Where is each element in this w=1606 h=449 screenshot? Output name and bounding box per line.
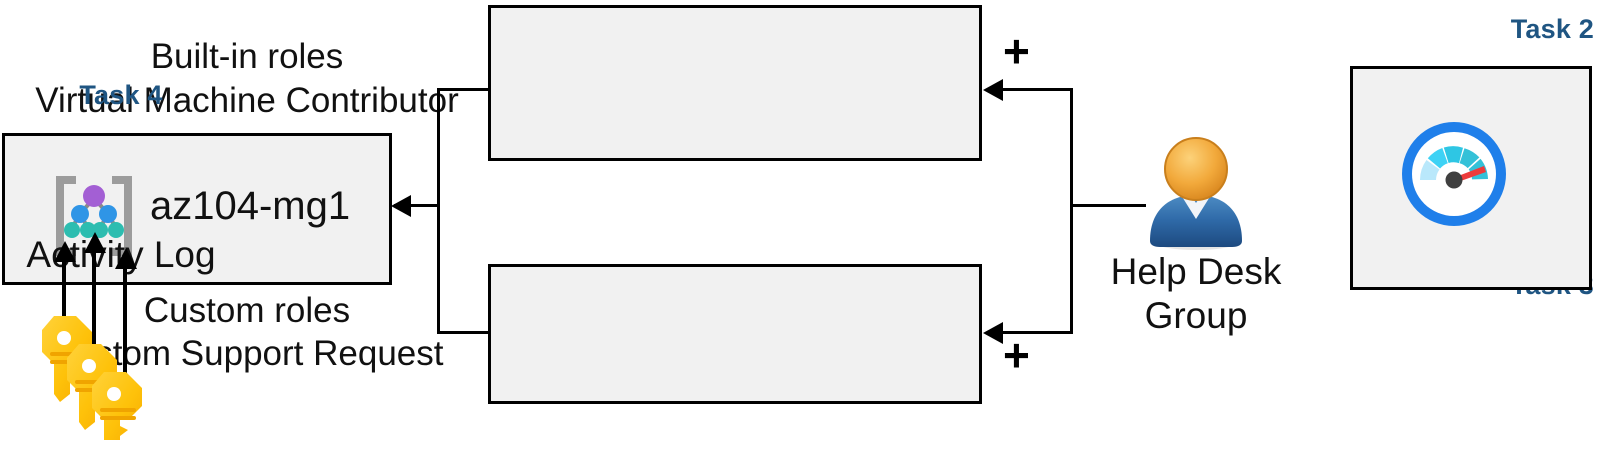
task4-label: Task 4 xyxy=(79,80,163,110)
arrow-to-task2 xyxy=(983,79,1003,101)
plus-sign-top: + xyxy=(1003,25,1030,77)
task3-line1: Custom roles xyxy=(143,291,351,330)
left-bracket-vertical xyxy=(437,88,440,334)
task2-line1: Built-in roles xyxy=(150,37,344,76)
helpdesk-label: Help Desk Group xyxy=(1086,250,1306,337)
helpdesk-label-line1: Help Desk xyxy=(1110,251,1282,292)
right-bracket-actor-line xyxy=(1070,204,1146,207)
task2-line2: Virtual Machine Contributor xyxy=(35,81,459,120)
gauge-icon xyxy=(1402,122,1506,226)
left-bracket-arrow-line xyxy=(394,204,440,207)
task3-box[interactable] xyxy=(488,264,982,404)
key-arrow-3-head xyxy=(115,248,137,269)
user-group-icon xyxy=(1150,137,1242,250)
helpdesk-label-line2: Group xyxy=(1144,294,1248,336)
key-arrow-2-stem xyxy=(92,249,96,359)
keys-icon xyxy=(42,316,142,440)
key-arrow-1-head xyxy=(54,241,76,262)
key-arrow-3-stem xyxy=(123,265,127,380)
key-arrow-1-stem xyxy=(62,258,66,344)
left-bracket-bottom-stub xyxy=(437,331,491,334)
arrow-to-task3 xyxy=(983,322,1003,344)
task1-title: az104-mg1 xyxy=(150,184,351,228)
task2-box[interactable] xyxy=(488,5,982,161)
task2-label: Task 2 xyxy=(1510,14,1594,44)
plus-sign-bottom: + xyxy=(1003,329,1030,381)
right-bracket-top-stub xyxy=(1000,88,1073,91)
right-bracket-vertical xyxy=(1070,88,1073,334)
left-bracket-top-stub xyxy=(437,88,491,91)
arrow-to-task1 xyxy=(391,195,411,217)
right-bracket-bottom-stub xyxy=(1000,331,1073,334)
key-arrow-2-head xyxy=(84,232,106,253)
